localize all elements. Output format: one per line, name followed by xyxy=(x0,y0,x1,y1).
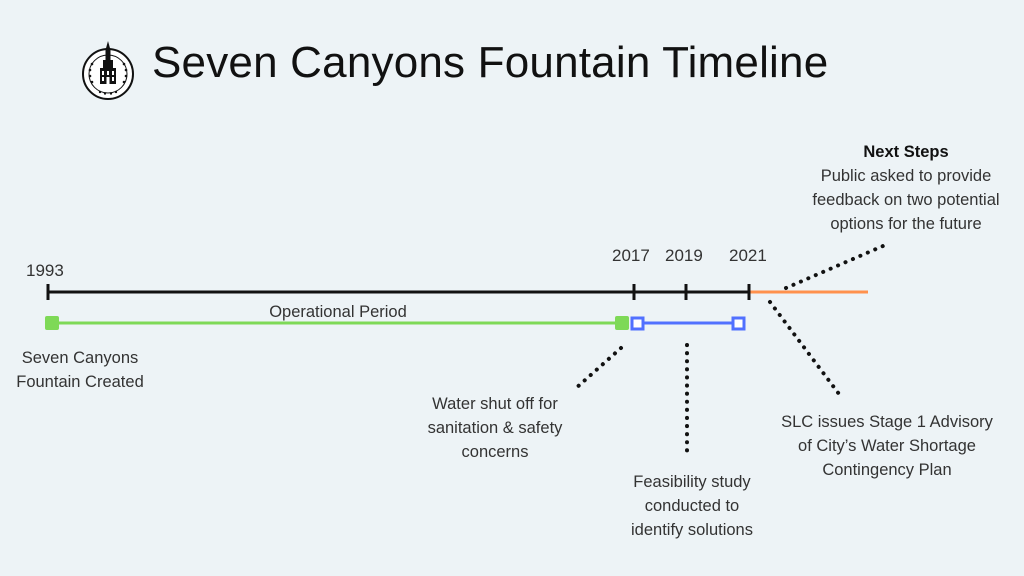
event-study-line: Feasibility study xyxy=(633,473,751,491)
event-advisory-line: SLC issues Stage 1 Advisory xyxy=(781,413,993,431)
event-advisory-line: Contingency Plan xyxy=(822,461,952,479)
next-steps-line: feedback on two potential xyxy=(812,191,1000,209)
event-shutoff-line: concerns xyxy=(461,443,529,461)
event-advisory-line: of City’s Water Shortage xyxy=(798,437,976,455)
year-1993: 1993 xyxy=(26,261,64,280)
event-created-line: Fountain Created xyxy=(16,373,144,391)
event-study-line: identify solutions xyxy=(631,521,753,539)
event-feasibility-study: Feasibility study conducted to identify … xyxy=(607,470,777,542)
event-next-steps: Next Steps Public asked to provide feedb… xyxy=(795,140,1017,236)
event-shutoff: Water shut off for sanitation & safety c… xyxy=(410,392,580,464)
year-2019: 2019 xyxy=(665,246,703,265)
event-advisory: SLC issues Stage 1 Advisory of City’s Wa… xyxy=(762,410,1012,482)
connector-shutoff xyxy=(573,346,623,391)
event-study-line: conducted to xyxy=(644,497,740,515)
event-shutoff-line: Water shut off for xyxy=(432,395,558,413)
connector-next-steps xyxy=(784,244,885,290)
connector-advisory xyxy=(768,300,844,400)
next-steps-line: options for the future xyxy=(830,215,982,233)
year-2017: 2017 xyxy=(612,246,650,265)
shutoff-marker xyxy=(615,316,629,330)
study-end-marker xyxy=(731,316,746,331)
page-title: Seven Canyons Fountain Timeline xyxy=(152,38,829,87)
event-shutoff-line: sanitation & safety xyxy=(427,419,563,437)
event-created: Seven Canyons Fountain Created xyxy=(0,346,160,394)
created-marker xyxy=(45,316,59,330)
study-start-marker xyxy=(630,316,645,331)
event-created-line: Seven Canyons xyxy=(21,349,139,367)
operational-period-label: Operational Period xyxy=(269,303,407,321)
year-2021: 2021 xyxy=(729,246,767,265)
next-steps-heading: Next Steps xyxy=(863,143,949,161)
salt-lake-city-seal-icon xyxy=(82,41,134,100)
next-steps-line: Public asked to provide xyxy=(820,167,992,185)
